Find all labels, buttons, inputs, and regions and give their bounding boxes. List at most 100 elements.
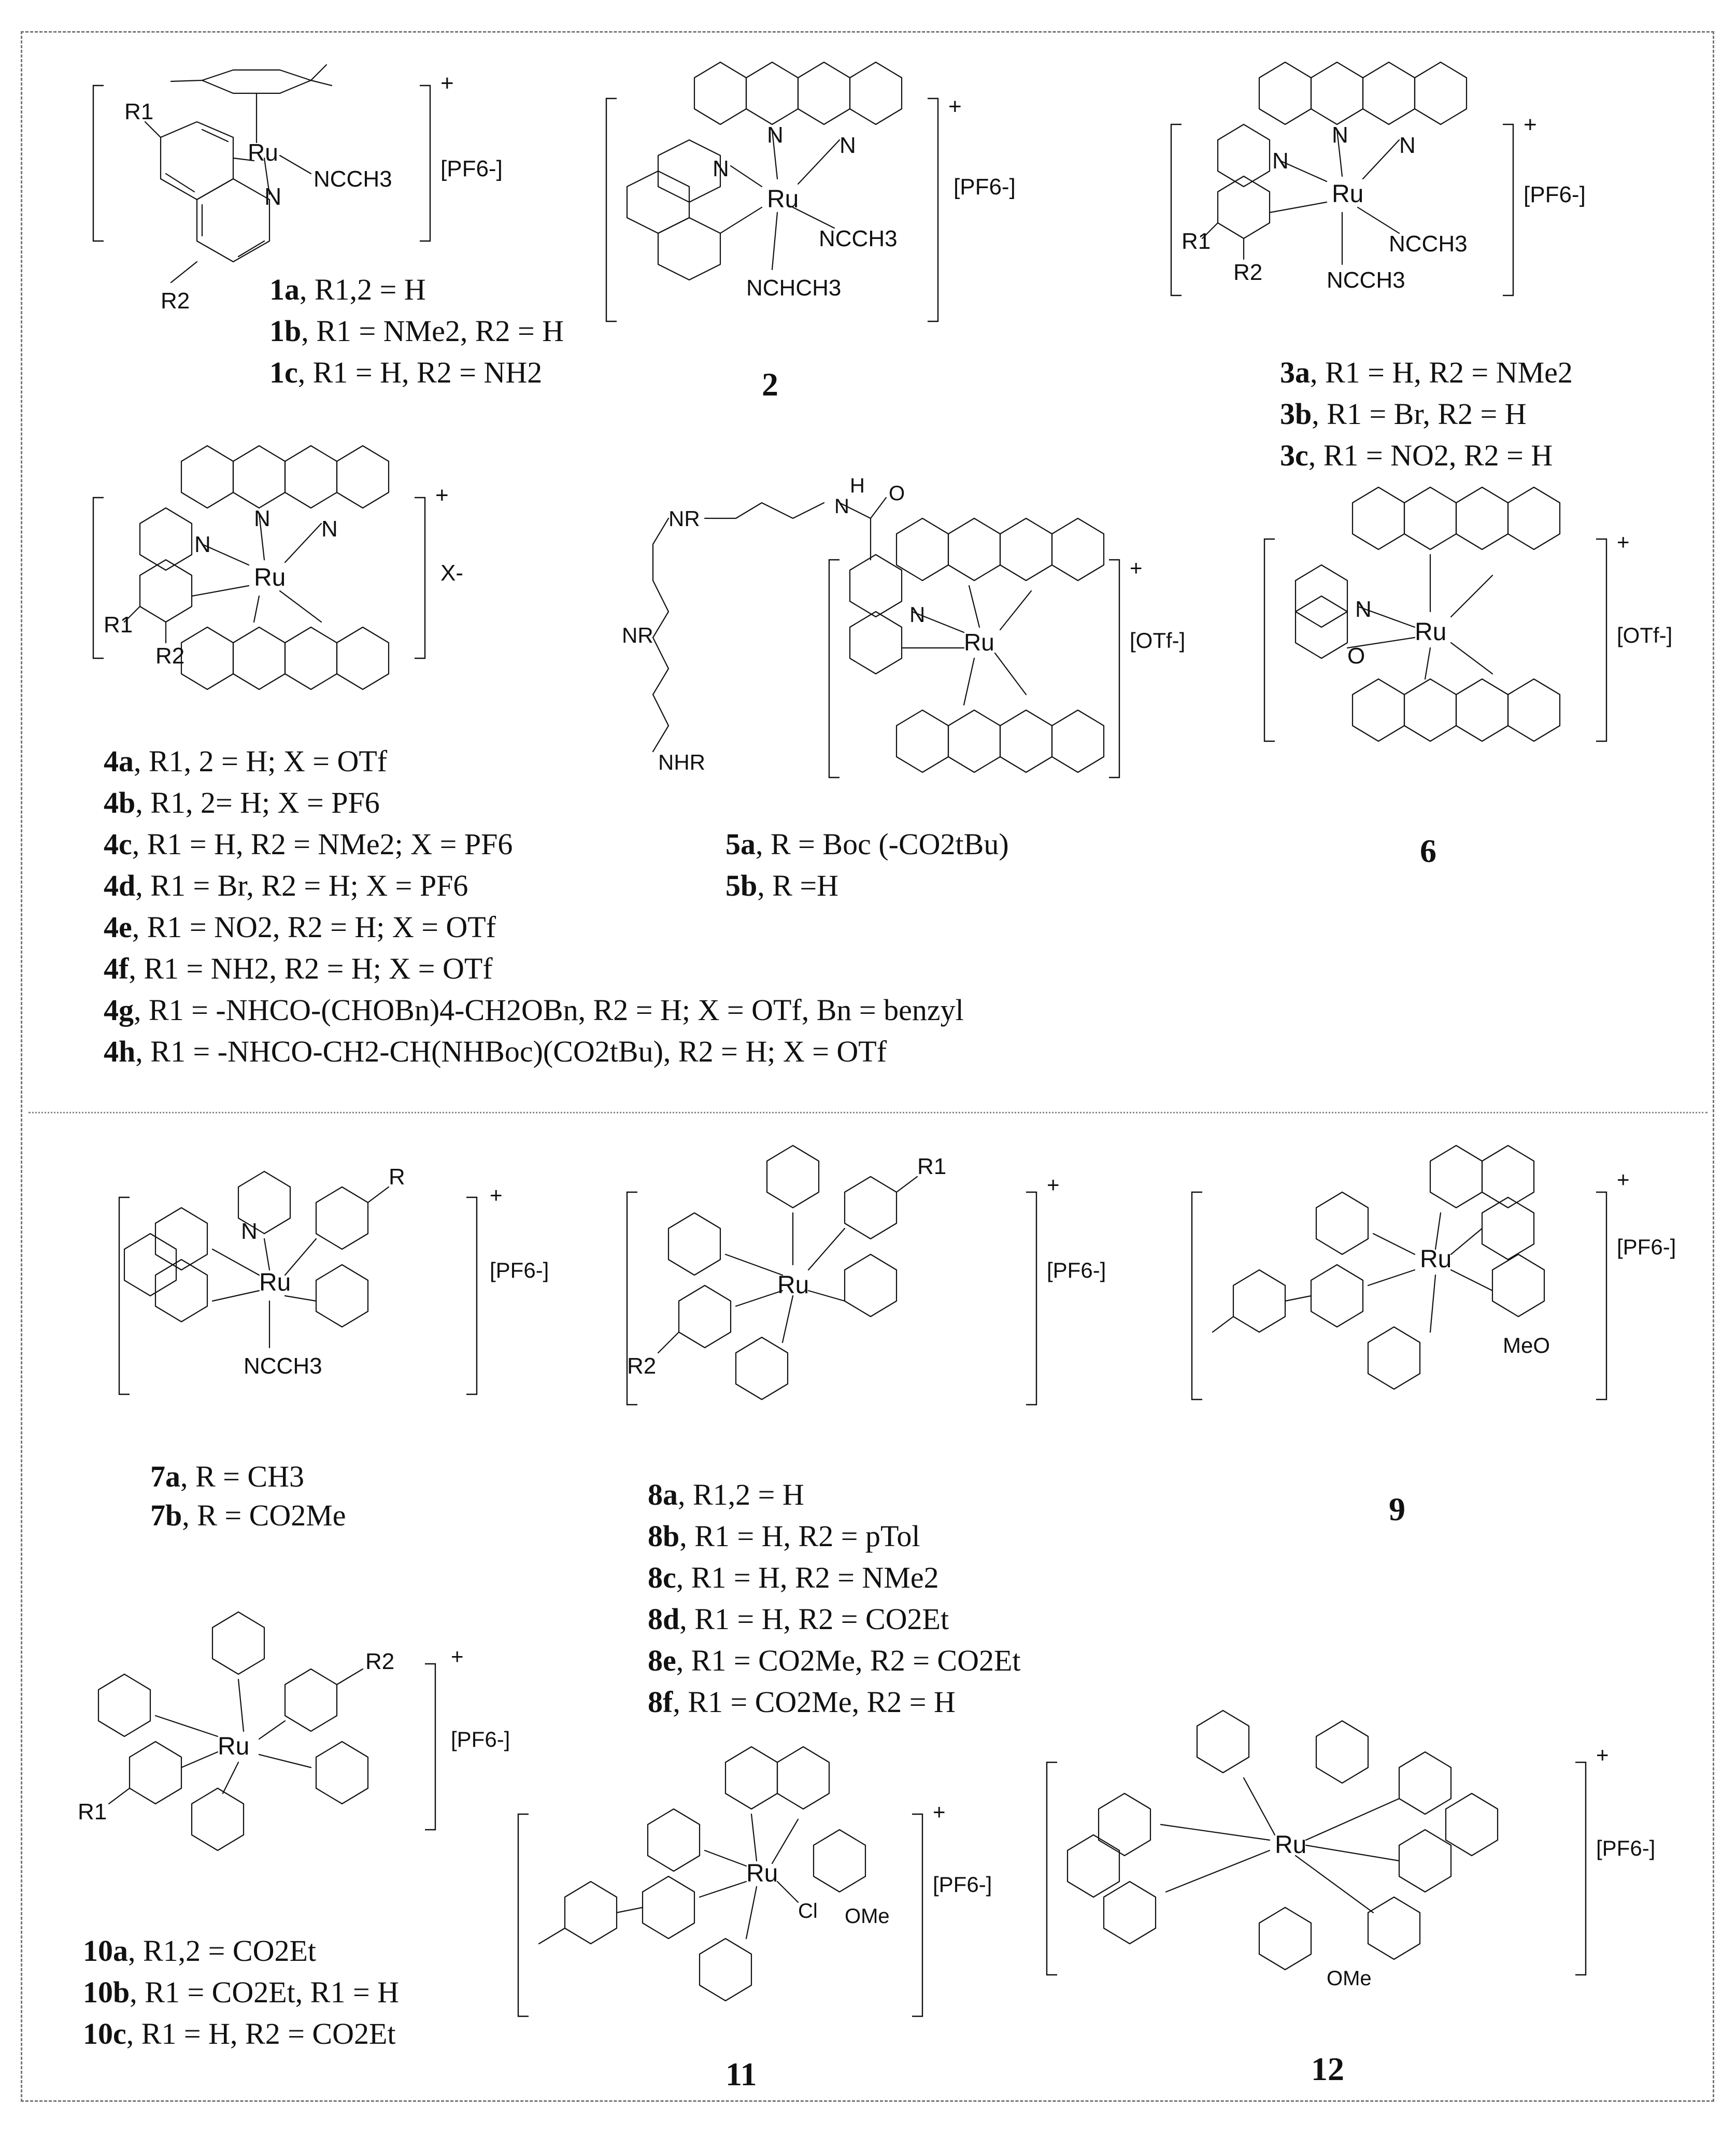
- structure-7: N Ru R NCCH3 + [PF6-]: [118, 1164, 549, 1395]
- phenanthroline: [1258, 61, 1468, 125]
- charge-plus: +: [1047, 1172, 1060, 1197]
- r-label: R: [389, 1164, 405, 1190]
- charge-plus: +: [1130, 556, 1143, 580]
- caption-3b: 3b, R1 = Br, R2 = H: [1280, 397, 1527, 431]
- terpyridine-left: [97, 1673, 245, 1851]
- r2-label: R2: [365, 1649, 394, 1674]
- structure-5: H N O NR NR NHR N Ru + [OTf-]: [622, 474, 1185, 779]
- label-2: 2: [762, 366, 778, 403]
- caption-4e: 4e, R1 = NO2, R2 = H; X = OTf: [104, 910, 496, 944]
- phenylpyridine: [1217, 123, 1271, 239]
- ru-bonds: [211, 1238, 317, 1349]
- phenanthroline: [1429, 1144, 1535, 1261]
- caption-4h: 4h, R1 = -NHCO-CH2-CH(NHBoc)(CO2tBu), R2…: [104, 1035, 887, 1068]
- n-atom: N: [264, 183, 281, 210]
- pyridine-ring: [196, 154, 312, 263]
- section-divider: [29, 1112, 1707, 1113]
- n-atom: N: [1355, 597, 1372, 622]
- structure-11: Ru Cl OMe + [PF6-]: [517, 1746, 992, 2017]
- phenylbipyridine: [237, 1170, 390, 1328]
- label-6: 6: [1420, 832, 1436, 869]
- structure-3: N N N Ru NCCH3 NCCH3 R1 R2 + [PF6-]: [1170, 61, 1586, 296]
- n-atom: N: [713, 156, 729, 181]
- hydroxyquinoline: [1294, 564, 1348, 659]
- n-atom: N: [321, 516, 338, 542]
- bracket-left: [92, 84, 104, 242]
- amide-o: O: [889, 482, 905, 505]
- n-atom: N: [241, 1219, 258, 1244]
- caption-10a: 10a, R1,2 = CO2Et: [83, 1934, 317, 1968]
- terpyridine: [538, 1808, 752, 2002]
- charge-plus: +: [451, 1644, 464, 1669]
- phenanthroline-top: [1351, 486, 1561, 550]
- caption-7b: 7b, R = CO2Me: [150, 1498, 346, 1532]
- acetonitrile-ligand: NCCH3: [819, 226, 898, 251]
- methoxy-group: OMe: [1327, 1967, 1372, 1990]
- ru-bonds: [1201, 129, 1400, 265]
- charge-plus: +: [1617, 1167, 1630, 1192]
- n-atom: N: [1399, 133, 1416, 158]
- structure-4: N N N Ru R1 R2 + X-: [92, 445, 463, 690]
- methoxyphenyl: [1491, 1253, 1545, 1318]
- caption-5b: 5b, R =H: [725, 869, 839, 902]
- phenanthroline: [724, 1746, 866, 1893]
- r1-label: R1: [1182, 229, 1211, 254]
- counterion-pf6: [PF6-]: [1524, 182, 1586, 207]
- counterion-x: X-: [440, 560, 463, 586]
- r2-label: R2: [155, 643, 184, 669]
- terpyridine-right: [211, 1611, 369, 1805]
- caption-4c: 4c, R1 = H, R2 = NMe2; X = PF6: [104, 827, 513, 861]
- r2-label: R2: [1233, 260, 1262, 285]
- r2-label: R2: [627, 1353, 656, 1379]
- r1-label: R1: [104, 612, 133, 638]
- phenanthroline: [123, 1207, 208, 1323]
- ru-bonds: [1367, 1212, 1493, 1333]
- phenylpyridine: [849, 554, 903, 675]
- phenylpyridine: [139, 507, 193, 623]
- label-12: 12: [1311, 2051, 1344, 2087]
- caption-1b: 1b, R1 = NMe2, R2 = H: [269, 314, 564, 348]
- caption-7a: 7a, R = CH3: [150, 1460, 304, 1493]
- ru-bonds: [1160, 1777, 1400, 1914]
- ru-atom: Ru: [1415, 618, 1446, 646]
- r1-label: R1: [124, 99, 153, 124]
- charge-plus: +: [1524, 112, 1537, 137]
- terpyridine: [657, 1212, 789, 1401]
- ru-bonds: [154, 1678, 312, 1794]
- methoxy-group: MeO: [1503, 1333, 1550, 1358]
- counterion-pf6: [PF6-]: [1596, 1836, 1655, 1860]
- caption-8f: 8f, R1 = CO2Me, R2 = H: [648, 1685, 956, 1719]
- ru-atom: Ru: [746, 1860, 778, 1887]
- r1-label: R1: [917, 1154, 946, 1179]
- ru-bonds: [123, 512, 322, 644]
- phenyl-ring: [160, 121, 255, 201]
- n-atom: N: [839, 133, 856, 158]
- n-atom: N: [909, 602, 925, 627]
- terpyridine: [1212, 1191, 1421, 1390]
- caption-4g: 4g, R1 = -NHCO-(CHOBn)4-CH2OBn, R2 = H; …: [104, 993, 964, 1027]
- caption-3a: 3a, R1 = H, R2 = NMe2: [1280, 356, 1573, 389]
- caption-4b: 4b, R1, 2= H; X = PF6: [104, 786, 380, 819]
- structure-9: Ru MeO + [PF6-]: [1191, 1144, 1676, 1401]
- caption-4d: 4d, R1 = Br, R2 = H; X = PF6: [104, 869, 468, 902]
- ru-bonds: [699, 1813, 799, 1940]
- caption-1c: 1c, R1 = H, R2 = NH2: [269, 356, 543, 389]
- n-atom: N: [254, 506, 271, 531]
- phenanthroline-bottom: [1351, 678, 1561, 742]
- charge-plus: +: [933, 1800, 946, 1824]
- ru-atom: Ru: [218, 1733, 249, 1760]
- nr-group-2: NR: [622, 623, 653, 647]
- methoxy-group: OMe: [845, 1905, 890, 1928]
- counterion-pf6: [PF6-]: [954, 174, 1016, 200]
- amide-n: N: [834, 495, 849, 518]
- ru-atom: Ru: [964, 629, 994, 656]
- ru-atom: Ru: [248, 139, 278, 166]
- charge-plus: +: [435, 483, 449, 508]
- structure-8: Ru R1 R2 + [PF6-]: [626, 1144, 1106, 1406]
- phenanthroline-left: [1066, 1792, 1312, 1971]
- caption-3c: 3c, R1 = NO2, R2 = H: [1280, 439, 1553, 472]
- counterion-pf6: [PF6-]: [1047, 1258, 1106, 1282]
- n-atom: N: [767, 122, 784, 148]
- nr-group: NR: [668, 506, 700, 531]
- chloride-ligand: Cl: [798, 1900, 818, 1922]
